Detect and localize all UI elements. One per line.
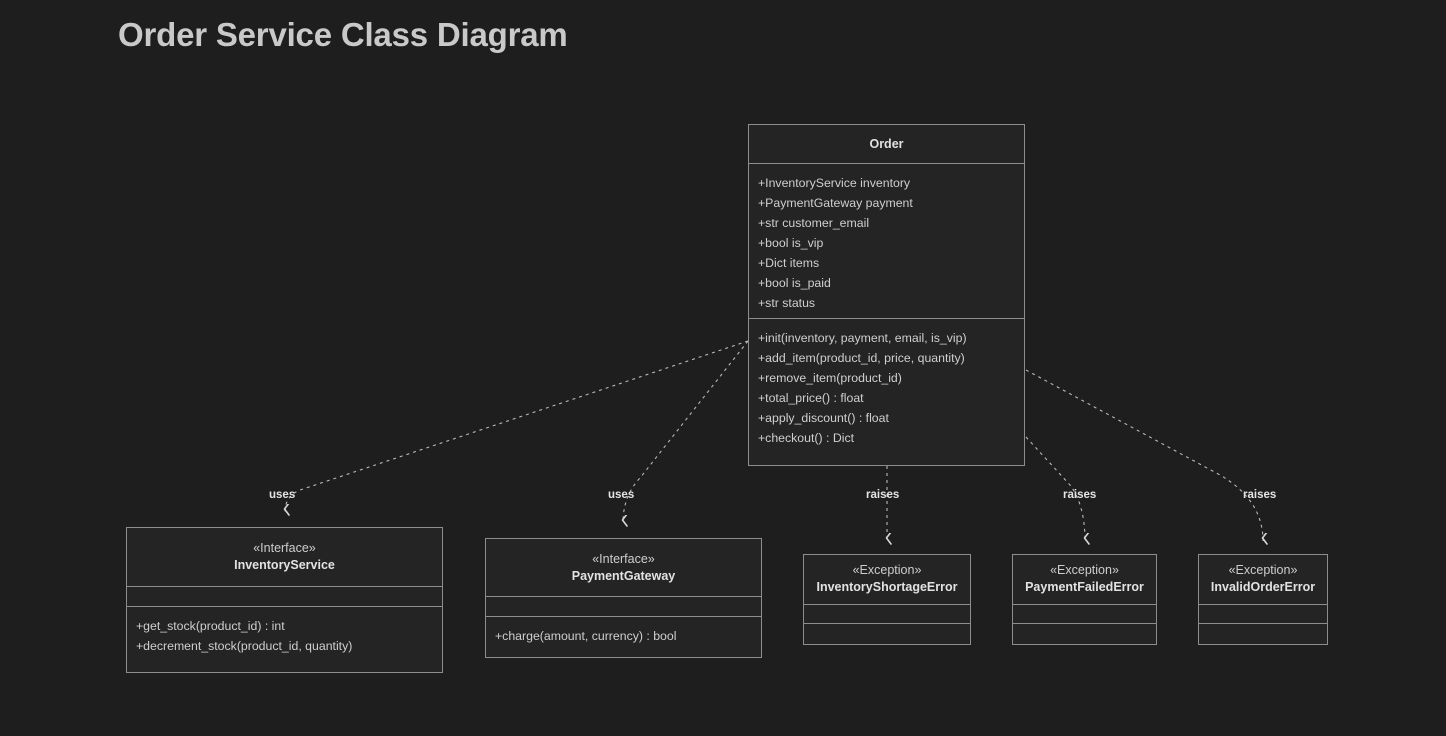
class-header-payment-gateway: «Interface» PaymentGateway [486,539,761,597]
class-attributes-invalid-order-error [1199,605,1327,625]
class-header-order: Order [749,125,1024,164]
attribute-row: +InventoryService inventory [758,176,911,190]
class-header-invalid-order-error: «Exception» InvalidOrderError [1199,555,1327,605]
edge-label-raises-invalid: raises [1243,489,1277,501]
class-box-payment-gateway[interactable]: «Interface» PaymentGateway +charge(amoun… [485,538,762,658]
method-row: +init(inventory, payment, email, is_vip) [758,331,967,345]
class-name-inventory-shortage-error: InventoryShortageError [816,580,958,595]
class-stereotype-inventory-service: «Interface» [253,541,316,555]
edge-label-uses-inventory: uses [269,489,296,501]
class-attributes-inventory-service [127,587,442,607]
class-attributes-payment-gateway [486,597,761,617]
class-name-invalid-order-error: InvalidOrderError [1210,580,1316,595]
attribute-row: +bool is_vip [758,236,824,250]
method-row: +decrement_stock(product_id, quantity) [136,639,353,653]
edge-order-uses-inventory [285,340,749,512]
class-name-order: Order [869,136,904,151]
class-header-payment-failed-error: «Exception» PaymentFailedError [1013,555,1156,605]
class-methods-payment-failed-error [1013,624,1156,644]
method-row: +charge(amount, currency) : bool [495,629,677,643]
edge-label-uses-payment: uses [608,489,635,501]
attribute-row: +Dict items [758,256,820,270]
class-stereotype-inventory-shortage-error: «Exception» [852,563,922,578]
class-box-invalid-order-error[interactable]: «Exception» InvalidOrderError [1198,554,1328,645]
method-row: +checkout() : Dict [758,431,855,445]
method-row: +remove_item(product_id) [758,371,902,385]
method-row: +total_price() : float [758,391,864,405]
class-attributes-payment-failed-error [1013,605,1156,625]
class-methods-inventory-shortage-error [804,624,970,644]
attribute-row: +str status [758,296,816,310]
attribute-row: +bool is_paid [758,276,831,290]
class-box-payment-failed-error[interactable]: «Exception» PaymentFailedError [1012,554,1157,645]
edge-label-raises-payment-failed: raises [1063,489,1097,501]
edge-order-raises-invalid [1025,369,1263,541]
class-methods-inventory-service: +get_stock(product_id) : int +decrement_… [127,607,442,665]
class-box-inventory-service[interactable]: «Interface» InventoryService +get_stock(… [126,527,443,673]
class-box-order[interactable]: Order +InventoryService inventory +Payme… [748,124,1025,466]
class-stereotype-payment-failed-error: «Exception» [1050,563,1119,578]
method-row: +add_item(product_id, price, quantity) [758,351,965,365]
attribute-row: +str customer_email [758,216,870,230]
class-stereotype-invalid-order-error: «Exception» [1228,563,1298,578]
class-attributes-inventory-shortage-error [804,605,970,625]
method-row: +apply_discount() : float [758,411,889,425]
class-name-payment-gateway: PaymentGateway [571,568,676,583]
class-name-inventory-service: InventoryService [234,558,335,572]
class-header-inventory-service: «Interface» InventoryService [127,528,442,587]
method-row: +get_stock(product_id) : int [136,619,285,633]
class-methods-payment-gateway: +charge(amount, currency) : bool [486,617,761,655]
class-header-inventory-shortage-error: «Exception» InventoryShortageError [804,555,970,605]
class-attributes-order: +InventoryService inventory +PaymentGate… [749,164,1024,319]
edge-label-raises-shortage: raises [866,489,900,501]
attribute-row: +PaymentGateway payment [758,196,913,210]
class-methods-invalid-order-error [1199,624,1327,644]
class-stereotype-payment-gateway: «Interface» [592,551,655,566]
class-name-payment-failed-error: PaymentFailedError [1025,580,1144,595]
page-title: Order Service Class Diagram [118,16,568,53]
class-methods-order: +init(inventory, payment, email, is_vip)… [749,319,1024,457]
class-box-inventory-shortage-error[interactable]: «Exception» InventoryShortageError [803,554,971,645]
edge-order-uses-payment [623,340,749,523]
